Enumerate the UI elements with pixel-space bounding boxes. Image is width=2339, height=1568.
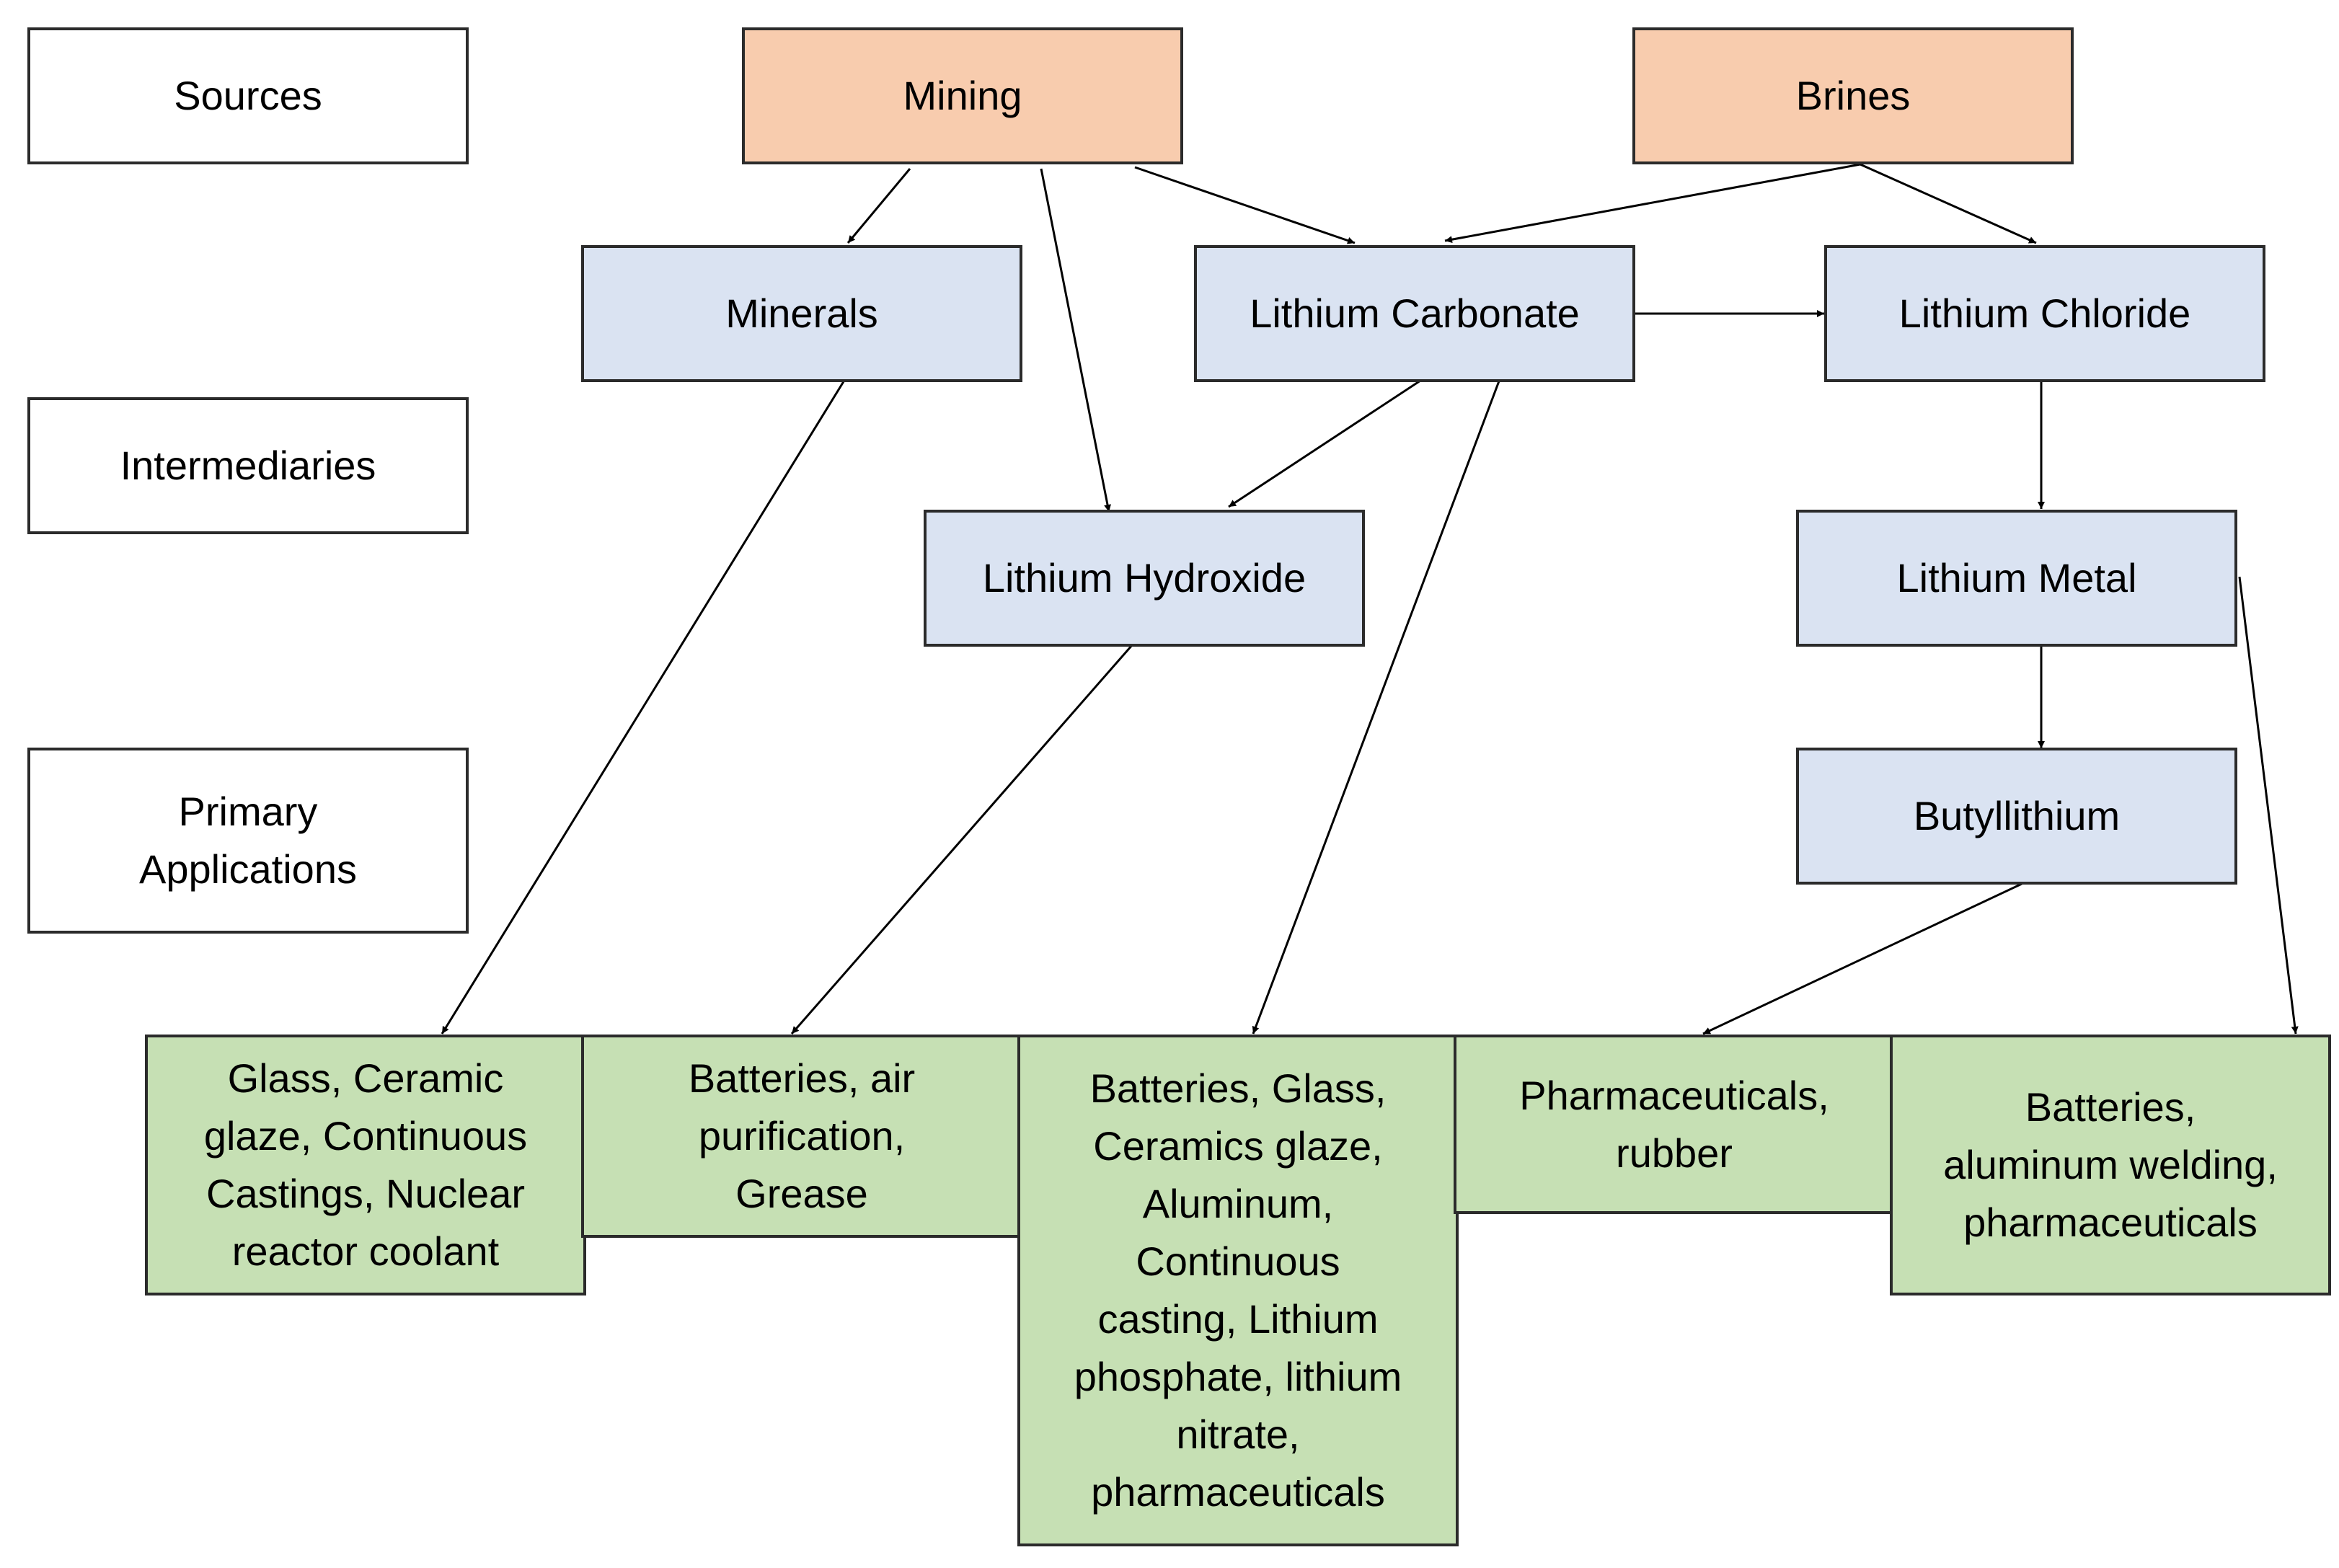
row-label-primary-applications: Primary Applications [27, 748, 469, 934]
source-node-brines-text: Brines [1795, 73, 1911, 118]
arrow-brines-to-lithium-carbonate [1444, 163, 1861, 244]
intermediary-node-lithium-hydroxide-text: Lithium Hydroxide [982, 555, 1306, 601]
source-node-brines: Brines [1632, 27, 2074, 164]
application-node-1-text: Glass, Ceramic glaze, Continuous Casting… [203, 1055, 528, 1274]
arrow-lithium-carbonate-to-app3 [1252, 378, 1501, 1035]
source-node-mining: Mining [742, 27, 1183, 164]
row-label-sources: Sources [27, 27, 469, 164]
intermediary-node-butyllithium-text: Butyllithium [1913, 793, 2121, 838]
application-node-2-text: Batteries, air purification, Grease [688, 1055, 916, 1216]
intermediary-node-lithium-hydroxide: Lithium Hydroxide [924, 510, 1365, 647]
row-label-sources-text: Sources [174, 73, 322, 118]
row-label-intermediaries: Intermediaries [27, 397, 469, 534]
arrow-mining-to-lithium-carbonate [1134, 166, 1356, 244]
application-node-5-text: Batteries, aluminum welding, pharmaceuti… [1943, 1084, 2278, 1245]
arrow-mining-to-minerals [846, 168, 911, 244]
intermediary-node-lithium-chloride-text: Lithium Chloride [1898, 291, 2191, 336]
intermediary-node-minerals-text: Minerals [725, 291, 878, 336]
arrow-minerals-to-app1 [441, 378, 846, 1035]
arrow-lithium-hydroxide-to-app2 [790, 645, 1133, 1035]
application-node-4: Pharmaceuticals, rubber [1454, 1035, 1895, 1214]
arrow-lithium-carbonate-to-lithium-hydroxide [1228, 378, 1423, 508]
application-node-1: Glass, Ceramic glaze, Continuous Casting… [145, 1035, 586, 1295]
application-node-5: Batteries, aluminum welding, pharmaceuti… [1890, 1035, 2331, 1295]
intermediary-node-lithium-metal-text: Lithium Metal [1896, 555, 2137, 601]
intermediary-node-lithium-metal: Lithium Metal [1796, 510, 2237, 647]
intermediary-node-lithium-carbonate: Lithium Carbonate [1194, 245, 1635, 382]
application-node-3: Batteries, Glass, Ceramics glaze, Alumin… [1017, 1035, 1459, 1546]
source-node-mining-text: Mining [903, 73, 1022, 118]
application-node-2: Batteries, air purification, Grease [581, 1035, 1022, 1238]
arrow-brines-to-lithium-chloride [1860, 163, 2037, 244]
arrow-mining-to-lithium-hydroxide [1040, 168, 1111, 513]
application-node-4-text: Pharmaceuticals, rubber [1519, 1072, 1829, 1176]
row-label-intermediaries-text: Intermediaries [120, 443, 376, 488]
arrow-lithium-metal-to-app5 [2238, 576, 2299, 1035]
row-label-primary-applications-text: Primary Applications [139, 789, 357, 892]
arrow-butyllithium-to-app4 [1702, 882, 2022, 1035]
intermediary-node-butyllithium: Butyllithium [1796, 748, 2237, 885]
intermediary-node-minerals: Minerals [581, 245, 1022, 382]
intermediary-node-lithium-chloride: Lithium Chloride [1824, 245, 2265, 382]
intermediary-node-lithium-carbonate-text: Lithium Carbonate [1250, 291, 1580, 336]
application-node-3-text: Batteries, Glass, Ceramics glaze, Alumin… [1074, 1066, 1402, 1515]
